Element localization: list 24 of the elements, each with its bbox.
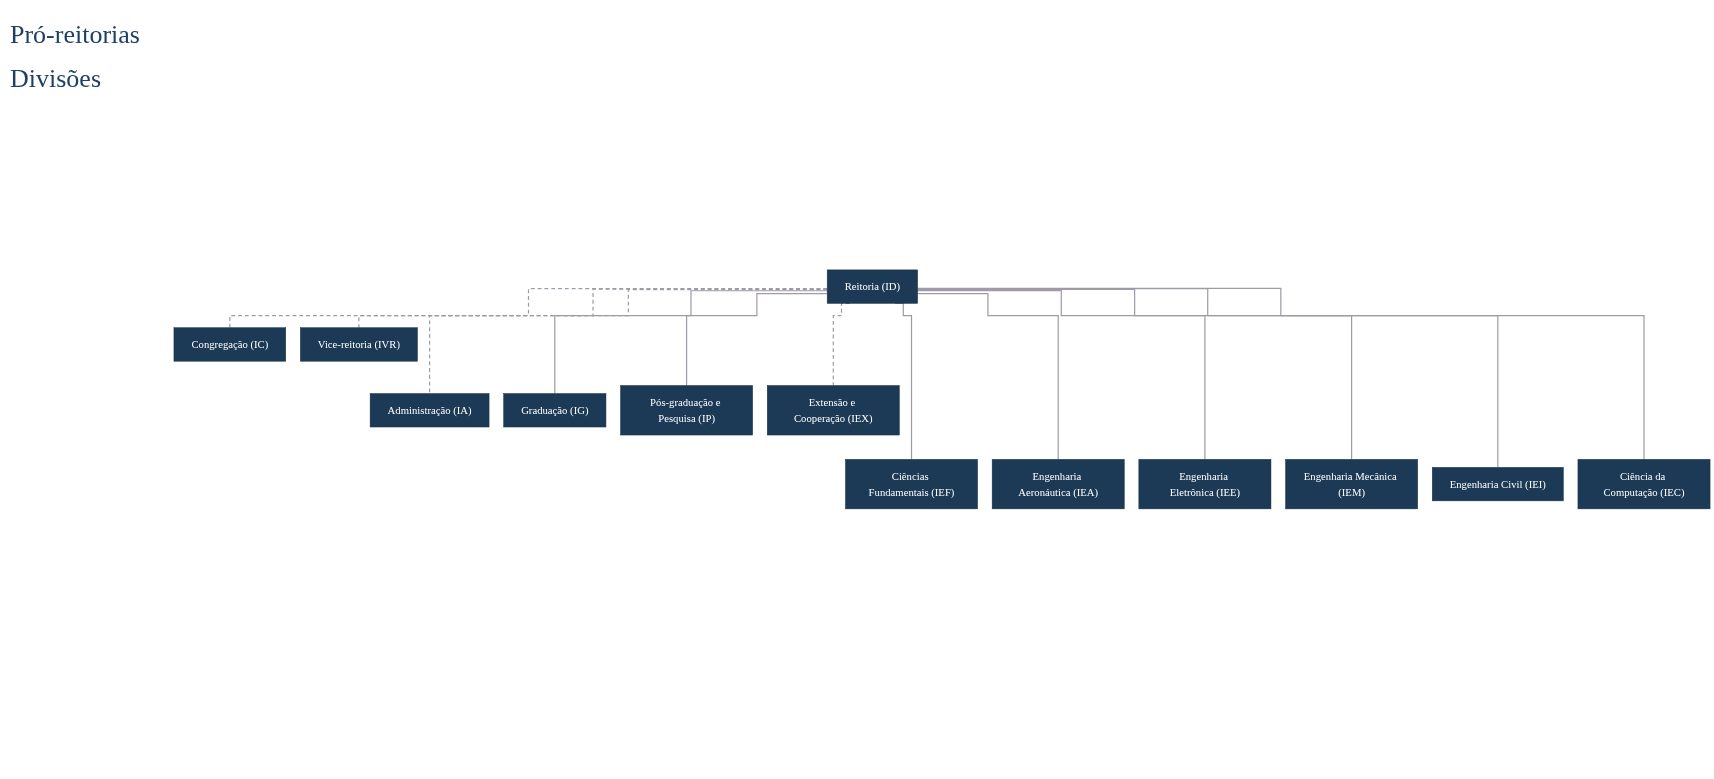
connector	[917, 290, 1206, 461]
tier-label: Pró-reitorias	[10, 20, 141, 50]
node-box: Graduação (IG)	[503, 393, 607, 428]
connector	[917, 287, 1645, 461]
connector	[686, 293, 828, 387]
node-box: Ciências Fundamentais (IEF)	[845, 459, 978, 510]
node-box: Vice-reitoria (IVR)	[300, 327, 418, 362]
node-box: Administração (IA)	[369, 393, 490, 428]
node-box: Pós-graduação e Pesquisa (IP)	[620, 385, 753, 436]
connector	[554, 290, 828, 395]
node-box: Engenharia Mecânica (IEM)	[1285, 459, 1418, 510]
connector	[229, 288, 828, 329]
connector	[917, 293, 1059, 461]
connector	[917, 288, 1499, 469]
tier-label: Divisões	[10, 64, 102, 94]
connector	[917, 288, 1353, 461]
node-box: Congregação (IC)	[173, 327, 286, 362]
node-box: Engenharia Aeronáutica (IEA)	[991, 459, 1125, 510]
node-box: Engenharia Civil (IEI)	[1432, 467, 1564, 502]
node-box: Reitoria (ID)	[826, 269, 918, 304]
node-box: Extensão e Cooperação (IEX)	[767, 385, 900, 436]
node-box: Ciência da Computação (IEC)	[1577, 459, 1711, 510]
node-box: Engenharia Eletrônica (IEE)	[1138, 459, 1272, 510]
connector	[429, 289, 828, 395]
